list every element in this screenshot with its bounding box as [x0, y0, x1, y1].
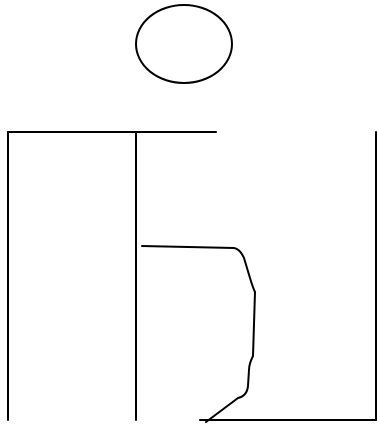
freehand-curve	[142, 246, 255, 422]
head-ellipse	[136, 5, 232, 83]
